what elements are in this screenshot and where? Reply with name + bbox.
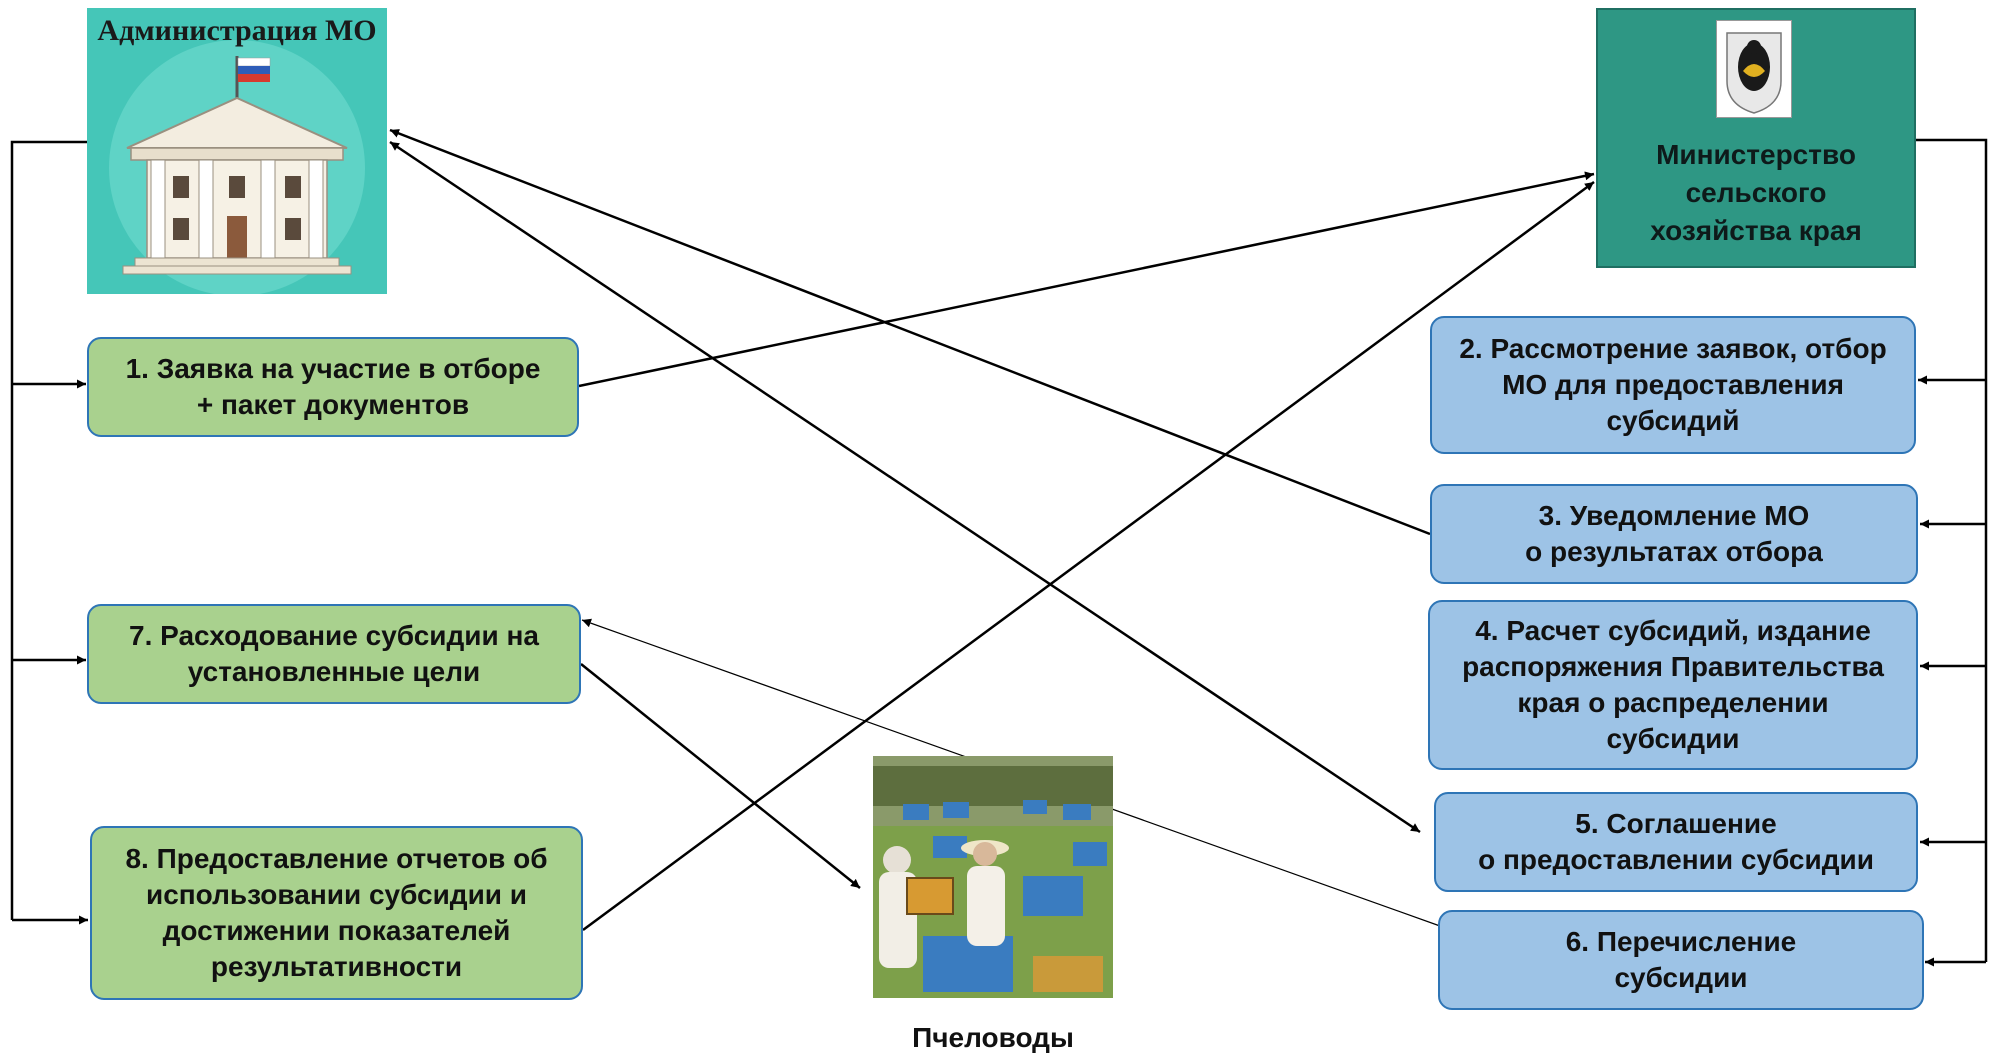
step-5-agreement: 5. Соглашение о предоставлении субсидии (1434, 792, 1918, 892)
step-2-review: 2. Рассмотрение заявок, отбор МО для пре… (1430, 316, 1916, 454)
arrow-step3-to-admin (389, 128, 1431, 536)
step-5-text: 5. Соглашение о предоставлении субсидии (1478, 808, 1874, 875)
arrow-step7-to-beekeepers (580, 663, 861, 889)
step-1-application: 1. Заявка на участие в отборе + пакет до… (87, 337, 579, 437)
flag-icon (237, 57, 271, 67)
step-4-text: 4. Расчет субсидий, издание распоряжения… (1462, 615, 1884, 754)
admin-bracket (10, 140, 88, 925)
step-8-reports: 8. Предоставление отчетов об использован… (90, 826, 583, 1000)
admin-panel: Администрация МО (87, 8, 387, 294)
step-4-calculation: 4. Расчет субсидий, издание распоряжения… (1428, 600, 1918, 770)
step-8-text: 8. Предоставление отчетов об использован… (125, 843, 548, 982)
admin-title: Администрация МО (97, 14, 377, 47)
ministry-bracket (1916, 138, 1988, 967)
step-7-text: 7. Расходование субсидии на установленны… (129, 620, 539, 687)
step-3-text: 3. Уведомление МО о результатах отбора (1525, 500, 1823, 567)
ministry-title: Министерство сельского хозяйства края (1650, 139, 1862, 246)
step-1-text: 1. Заявка на участие в отборе + пакет до… (125, 353, 541, 420)
beekeepers-label: Пчеловоды (912, 1022, 1074, 1053)
arrow-admin-step5 (389, 140, 1421, 834)
ministry-panel: Министерство сельского хозяйства края (1596, 8, 1916, 268)
beekeepers-photo (873, 756, 1113, 998)
admin-building-icon (109, 40, 365, 294)
coat-of-arms-icon (1716, 20, 1792, 118)
step-2-text: 2. Рассмотрение заявок, отбор МО для пре… (1459, 333, 1887, 436)
arrow-step8-to-ministry (582, 180, 1595, 932)
step-3-notification: 3. Уведомление МО о результатах отбора (1430, 484, 1918, 584)
step-7-spending: 7. Расходование субсидии на установленны… (87, 604, 581, 704)
step-6-transfer: 6. Перечисление субсидии (1438, 910, 1924, 1010)
step-6-text: 6. Перечисление субсидии (1565, 926, 1797, 993)
